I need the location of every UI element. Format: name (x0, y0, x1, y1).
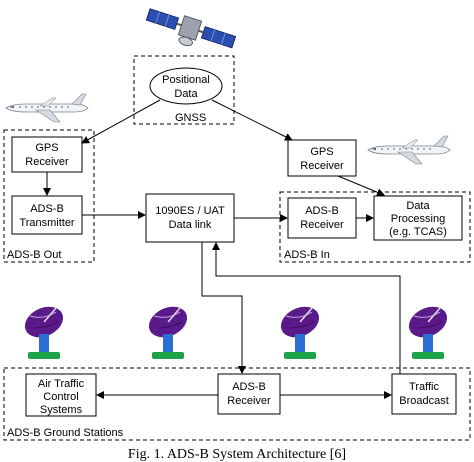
gps-receiver-out-line2: Receiver (25, 156, 69, 168)
positional-data-node (149, 67, 223, 105)
datalink-line1: 1090ES / UAT (155, 205, 225, 217)
gps-receiver-in-box (287, 139, 357, 177)
adsb-transmitter-line1: ADS-B (30, 203, 64, 215)
satellite-icon (145, 8, 237, 49)
adsb-out-group (3, 129, 95, 263)
ground-stations-group (3, 367, 471, 441)
antenna-dish-icon (19, 300, 69, 360)
connector-arrows (43, 99, 401, 399)
gps-receiver-out-box (11, 136, 83, 173)
antenna-dish-icon (143, 300, 193, 360)
adsb-in-group (279, 191, 471, 263)
gnss-group (133, 55, 235, 125)
gps-receiver-out-line1: GPS (35, 142, 58, 154)
adsb-receiver-in-line2: Receiver (300, 219, 344, 231)
adsb-receiver-ground-line2: Receiver (227, 395, 271, 407)
positional-data-line1: Positional (162, 74, 210, 86)
data-processing-line1: Data (406, 200, 430, 212)
gps-receiver-in-line1: GPS (310, 146, 333, 158)
positional-data-line2: Data (174, 88, 198, 100)
adsb-receiver-ground-line1: ADS-B (232, 381, 266, 393)
airplane-icon (367, 135, 451, 165)
figure-caption: Fig. 1. ADS-B System Architecture [6] (128, 447, 346, 462)
adsb-receiver-in-line1: ADS-B (305, 205, 339, 217)
atc-systems-line3: Systems (40, 404, 83, 416)
traffic-broadcast-line1: Traffic (409, 381, 439, 393)
atc-systems-line1: Air Traffic (38, 378, 85, 390)
atc-systems-line2: Control (43, 391, 78, 403)
gps-receiver-in-line2: Receiver (300, 160, 344, 172)
ground-stations-group-label: ADS-B Ground Stations (7, 427, 124, 439)
adsb-transmitter-line2: Transmitter (19, 217, 75, 229)
adsb-in-group-label: ADS-B In (284, 249, 330, 261)
traffic-broadcast-box (391, 373, 457, 415)
gnss-group-label: GNSS (175, 112, 206, 124)
data-processing-line3: (e.g. TCAS) (389, 226, 447, 238)
adsb-out-group-label: ADS-B Out (7, 249, 61, 261)
datalink-line2: Data link (169, 219, 212, 231)
datalink-box (145, 193, 235, 243)
data-processing-box (373, 195, 463, 241)
traffic-broadcast-line2: Broadcast (399, 395, 449, 407)
antenna-dish-icon (403, 300, 453, 360)
data-processing-line2: Processing (391, 213, 445, 225)
airplane-icon (5, 93, 89, 123)
adsb-receiver-in-box (287, 197, 357, 239)
antenna-dish-icon (275, 300, 325, 360)
adsb-receiver-ground-box (217, 373, 281, 415)
